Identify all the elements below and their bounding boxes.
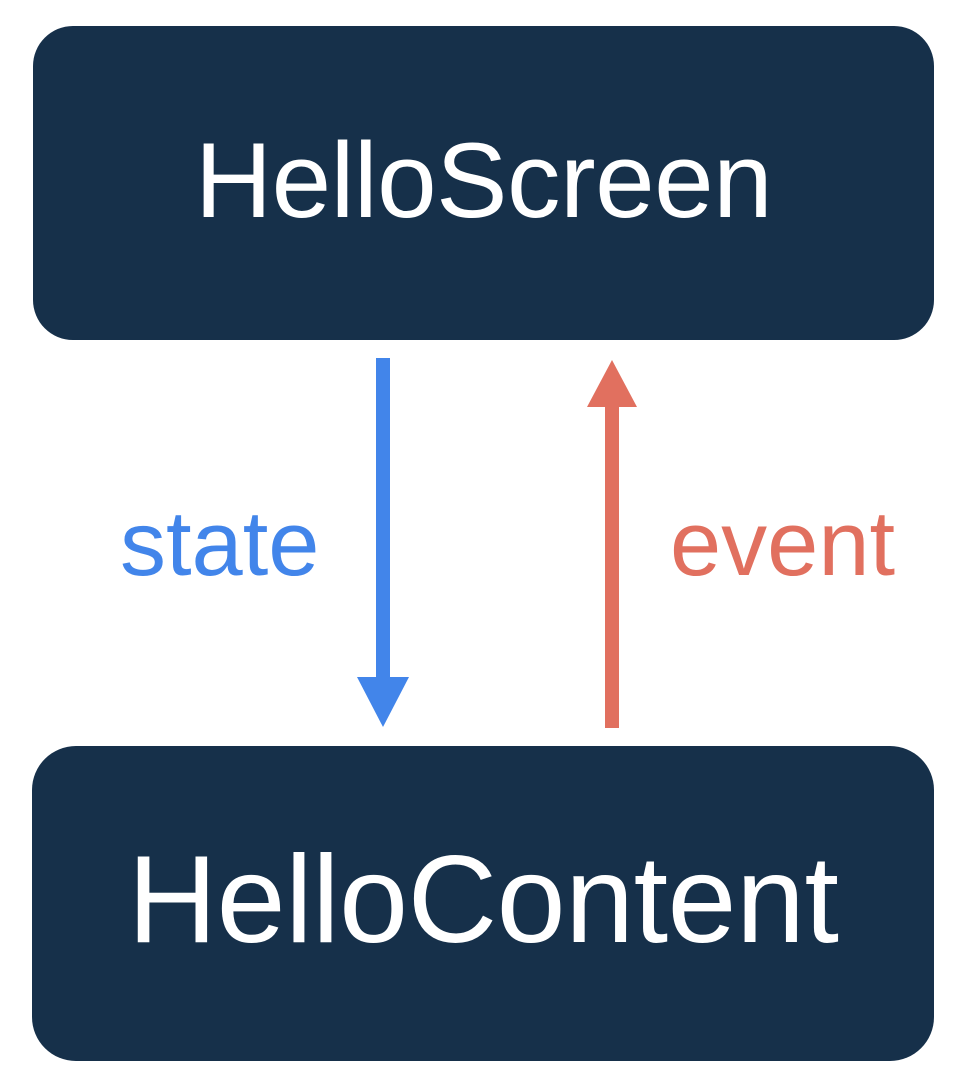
event-arrow	[587, 360, 637, 728]
state-arrow-shaft	[376, 358, 390, 680]
node-hello-content[interactable]: HelloContent	[32, 746, 934, 1061]
state-arrow-head-icon	[357, 677, 409, 727]
node-hello-content-label: HelloContent	[127, 830, 839, 969]
edge-label-state: state	[120, 493, 320, 595]
state-arrow	[357, 358, 409, 727]
node-hello-screen-label: HelloScreen	[194, 119, 773, 240]
edge-label-event: event	[670, 493, 896, 595]
event-arrow-head-icon	[587, 360, 637, 407]
node-hello-screen[interactable]: HelloScreen	[33, 26, 934, 340]
event-arrow-shaft	[605, 404, 619, 728]
